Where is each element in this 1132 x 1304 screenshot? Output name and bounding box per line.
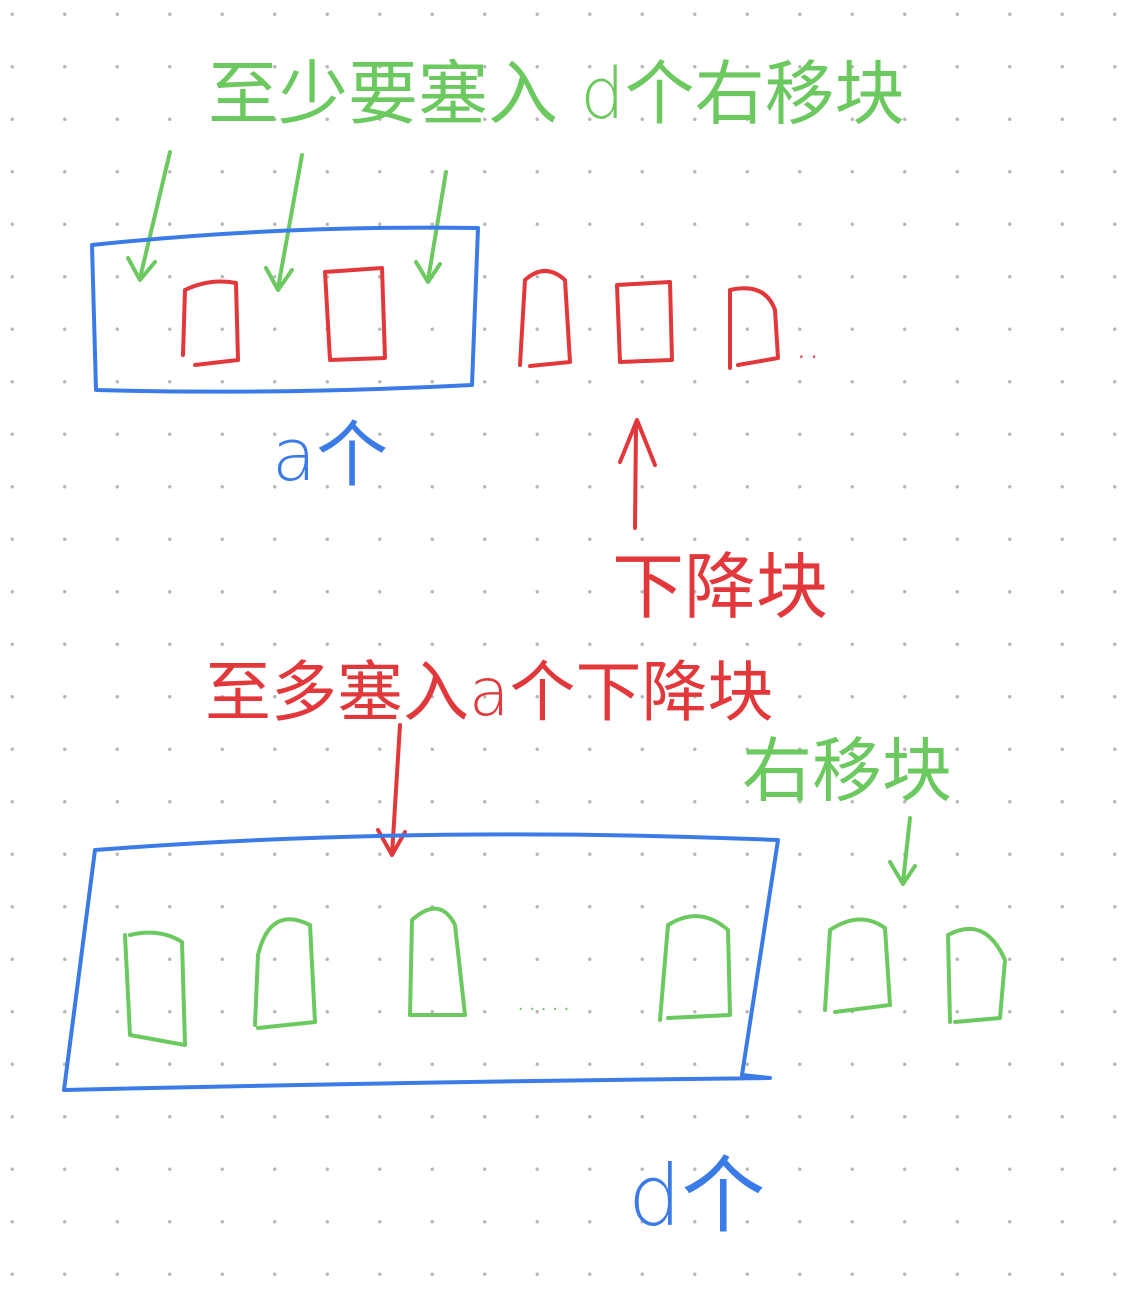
top-ellipsis: .. — [795, 322, 820, 368]
red-blocks-top — [181, 266, 780, 370]
red-arrow-up — [618, 418, 657, 530]
red-arrow-down — [376, 723, 407, 857]
blue-box-bottom — [62, 832, 780, 1092]
top-green-label: 至少要塞入 d个右移块 — [208, 53, 905, 135]
bottom-red-label: 至多塞入a个下降块 — [205, 654, 773, 731]
bottom-blue-label: d个 — [628, 1147, 765, 1245]
green-arrows-top — [126, 150, 448, 292]
bottom-green-label: 右移块 — [742, 730, 952, 812]
bottom-ellipsis: ..... — [515, 978, 572, 1019]
top-blue-label: a个 — [272, 413, 388, 497]
green-blocks-bottom — [123, 906, 1007, 1047]
blue-box-top — [90, 225, 480, 394]
green-arrow-down — [888, 816, 917, 886]
top-red-label: 下降块 — [612, 545, 828, 629]
